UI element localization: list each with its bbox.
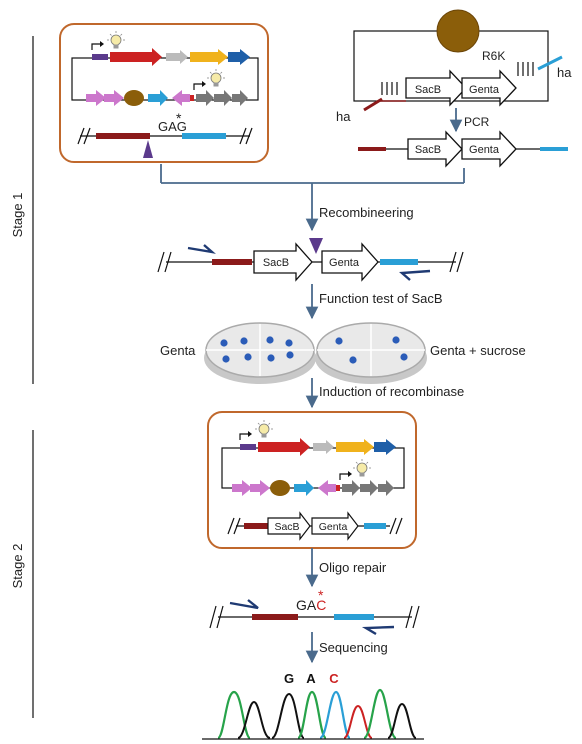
reverse-primer — [361, 625, 395, 636]
integrated-genta-label: Genta — [329, 257, 360, 269]
function-test-label: Function test of SacB — [319, 291, 443, 306]
donor-genta-label: Genta — [469, 84, 500, 96]
chromatogram-peak — [237, 700, 271, 739]
base-c: C — [329, 671, 339, 686]
cut-site-marker — [309, 238, 323, 254]
bottom-operon — [232, 458, 394, 496]
bottom-operon — [86, 68, 248, 106]
pcr-genta-label: Genta — [469, 144, 500, 156]
chromatogram-peak — [362, 688, 398, 740]
induction-label: Induction of recombinase — [319, 384, 464, 399]
repaired-codon: GAC — [296, 597, 326, 613]
r6k-label: R6K — [482, 49, 505, 63]
chromatogram-peak — [296, 690, 328, 740]
oligo-repair-label: Oligo repair — [319, 560, 387, 575]
repaired-codon-prefix: GA — [296, 597, 317, 613]
base-a: A — [306, 671, 316, 686]
chromatogram-peak — [387, 702, 417, 739]
ha-left-label: ha — [336, 109, 351, 124]
integrated-sacb-label: SacB — [263, 257, 289, 269]
repaired-locus: GAC * — [209, 587, 420, 636]
integrated-locus: SacB Genta — [157, 238, 464, 282]
top-operon — [91, 30, 250, 66]
pcr-product: SacB Genta — [358, 130, 568, 168]
pcr-sacb-label: SacB — [415, 144, 441, 156]
sequencing-label: Sequencing — [319, 640, 388, 655]
merge-connector — [160, 164, 465, 184]
plate-genta-sucrose-label: Genta + sucrose — [430, 343, 526, 358]
stage2-label: Stage 2 — [10, 544, 25, 589]
chromatogram-peak — [318, 690, 352, 740]
forward-primer — [229, 599, 259, 610]
base-g: G — [284, 671, 294, 686]
target-codon-star: * — [176, 110, 182, 126]
chromatogram: G A C — [202, 671, 424, 740]
reverse-primer — [399, 269, 431, 281]
donor-sacb-label: SacB — [415, 84, 441, 96]
top-operon — [239, 419, 396, 456]
chromatogram-peak — [271, 692, 305, 739]
stage1-label: Stage 1 — [10, 193, 25, 238]
stage2-sacb-label: SacB — [274, 521, 299, 533]
plate-genta-label: Genta — [160, 343, 196, 358]
stage1-genome-box: GAG * — [59, 23, 269, 163]
plate-genta — [204, 322, 316, 384]
repaired-base: C — [316, 597, 326, 613]
forward-primer — [187, 244, 216, 254]
target-locus: GAG * — [77, 110, 253, 158]
stage2-genta-label: Genta — [319, 521, 348, 533]
stage2-genome-box: SacB Genta — [207, 411, 417, 549]
chromatogram-peak — [216, 690, 252, 740]
stage2-integrated-locus: SacB Genta — [227, 511, 403, 541]
recombineering-label: Recombineering — [319, 205, 414, 220]
r6k-origin — [436, 9, 480, 53]
cut-site-marker — [143, 140, 153, 158]
pcr-label: PCR — [464, 115, 490, 129]
donor-plasmid: R6K SacB Genta ha ha — [336, 9, 572, 124]
ha-right-label: ha — [557, 65, 572, 80]
plate-genta-sucrose — [315, 322, 427, 384]
target-codon: GAG — [158, 119, 187, 134]
repaired-codon-star: * — [318, 587, 324, 603]
